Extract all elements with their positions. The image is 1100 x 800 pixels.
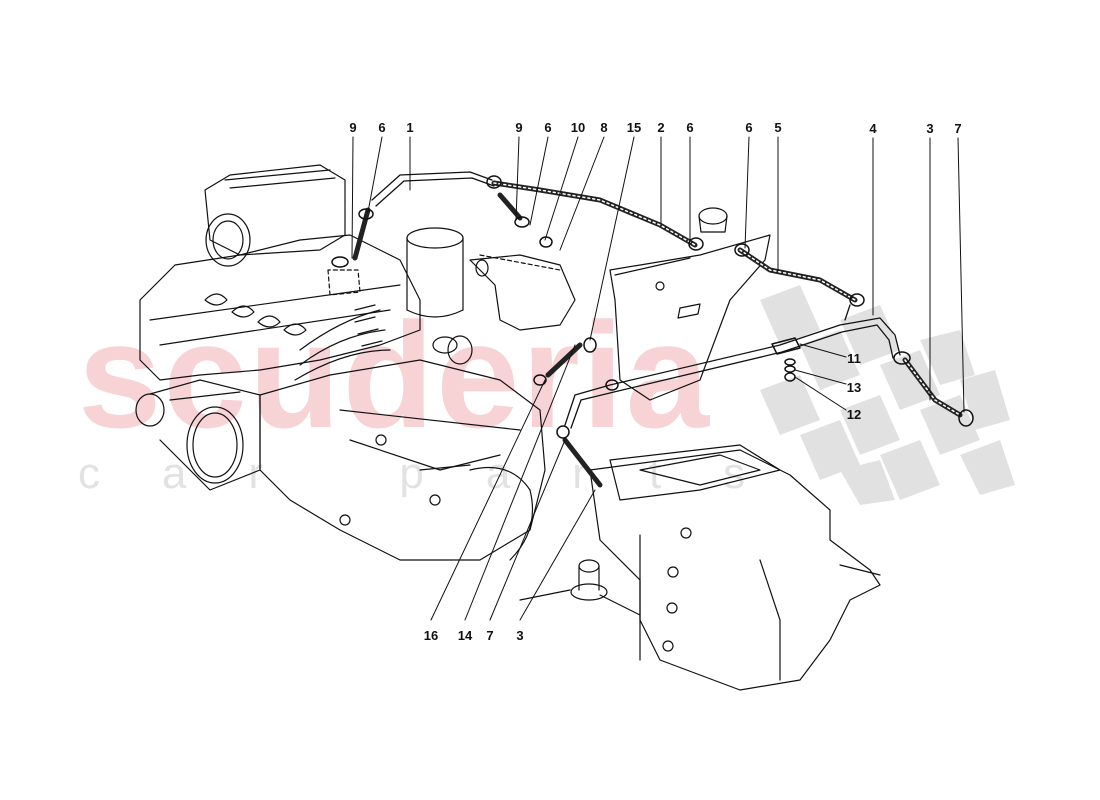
callout-14: 14 — [457, 628, 473, 643]
ignition-leads — [294, 304, 391, 381]
callout-3: 3 — [926, 121, 934, 136]
rigid-pipes — [371, 171, 901, 429]
callout-10: 10 — [570, 120, 586, 135]
leader-lines — [351, 136, 965, 621]
gearbox — [519, 444, 881, 691]
right-housing — [469, 254, 576, 331]
callout-12: 12 — [846, 407, 862, 422]
starter-motor — [135, 379, 261, 491]
callout-9: 9 — [349, 120, 357, 135]
callout-1: 1 — [406, 120, 414, 135]
callout-7: 7 — [954, 121, 962, 136]
oil-filter — [406, 227, 473, 365]
callout-13: 13 — [846, 380, 862, 395]
callout-5: 5 — [774, 120, 782, 135]
callout-15: 15 — [626, 120, 642, 135]
callout-11: 11 — [847, 351, 861, 366]
watermark-brand: scuderia — [78, 291, 711, 459]
callout-6: 6 — [745, 120, 753, 135]
callout-6: 6 — [686, 120, 694, 135]
callout-4: 4 — [869, 121, 877, 136]
callout-3: 3 — [516, 628, 524, 643]
callout-6: 6 — [544, 120, 552, 135]
callout-7: 7 — [486, 628, 494, 643]
callout-16: 16 — [423, 628, 439, 643]
callout-6: 6 — [378, 120, 386, 135]
callout-8: 8 — [600, 120, 608, 135]
expansion-tank — [609, 207, 771, 401]
bell-housing — [259, 359, 546, 561]
engine-block — [139, 164, 421, 381]
callout-2: 2 — [657, 120, 665, 135]
callout-9: 9 — [515, 120, 523, 135]
